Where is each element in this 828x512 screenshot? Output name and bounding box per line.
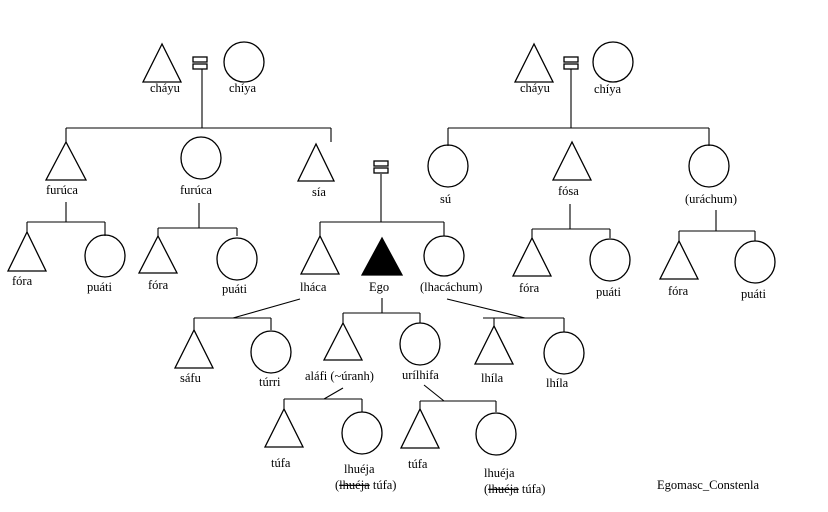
puati-4-label: puáti	[741, 287, 767, 301]
puati-2-circle	[216, 237, 258, 281]
furuca-male-triangle	[44, 140, 88, 181]
alafi-triangle	[322, 321, 364, 361]
furuca-female-circle	[180, 136, 222, 180]
right-marriage-symbol-bottom	[563, 63, 579, 70]
lhila-female-label: lhíla	[546, 376, 569, 390]
ego-triangle	[360, 236, 404, 276]
fora-3-label: fóra	[519, 281, 540, 295]
lhueja-2-circle	[475, 412, 517, 456]
caption: Egomasc_Constenla	[657, 478, 760, 492]
fora-1-label: fóra	[12, 274, 33, 288]
right-grandfather-triangle	[513, 42, 555, 83]
ego-marriage-symbol-top	[373, 160, 389, 167]
sia-label: sía	[312, 185, 326, 199]
lhila-male-triangle	[473, 324, 515, 365]
ego-label: Ego	[369, 280, 389, 294]
puati-4-circle	[734, 240, 776, 284]
lhueja-2-rest: túfa)	[519, 482, 546, 496]
urilhifa-label: urílhifa	[402, 368, 439, 382]
lhacachum-circle	[423, 235, 465, 277]
lhueja-1-open-paren: (	[335, 478, 339, 492]
right-grandfather-label: cháyu	[520, 81, 551, 95]
lhila-female-circle	[543, 331, 585, 375]
left-grandfather-triangle	[141, 42, 183, 83]
lhueja-1-circle	[341, 411, 383, 455]
lhueja-1-rest: túfa)	[370, 478, 397, 492]
lhaca-label: lháca	[300, 280, 327, 294]
lhaca-triangle	[299, 234, 341, 275]
lhueja-2-sublabel: (lhuéja túfa)	[484, 482, 545, 496]
puati-2-label: puáti	[222, 282, 248, 296]
puati-1-circle	[84, 234, 126, 278]
fora-4-label: fóra	[668, 284, 689, 298]
alafi-label: aláfi (~úranh)	[305, 369, 374, 383]
tufa-1-label: túfa	[271, 456, 291, 470]
puati-3-label: puáti	[596, 285, 622, 299]
fora-4-triangle	[658, 239, 700, 280]
left-grandmother-circle	[223, 41, 265, 83]
lhueja-2-label: lhuéja	[484, 466, 515, 480]
safu-triangle	[173, 328, 215, 369]
lhueja-2-struck-word: lhuéja	[488, 482, 519, 496]
urilhifa-children-connector	[423, 384, 445, 402]
ego-marriage-symbol-bottom	[373, 167, 389, 174]
lhila-male-label: lhíla	[481, 371, 504, 385]
right-grandmother-label: chíya	[594, 82, 622, 96]
alafi-children-connector	[323, 387, 344, 400]
lhacachum-children-connector	[446, 298, 526, 319]
lhueja-1-struck-word: lhuéja	[339, 478, 370, 492]
left-grandfather-label: cháyu	[150, 81, 181, 95]
su-circle	[427, 144, 469, 188]
left-grandmother-label: chíya	[229, 81, 257, 95]
fosa-triangle	[551, 140, 593, 181]
su-label: sú	[440, 192, 452, 206]
lhaca-children-connector	[232, 298, 301, 319]
lhueja-1-label: lhuéja	[344, 462, 375, 476]
right-grandmother-circle	[592, 41, 634, 83]
turri-circle	[250, 330, 292, 374]
right-marriage-symbol-top	[563, 56, 579, 63]
lhueja-2-open-paren: (	[484, 482, 488, 496]
fora-2-triangle	[137, 234, 179, 274]
urachum-label: (uráchum)	[685, 192, 737, 206]
fora-2-label: fóra	[148, 278, 169, 292]
turri-label: túrri	[259, 375, 281, 389]
puati-3-circle	[589, 238, 631, 282]
lhacachum-label: (lhacáchum)	[420, 280, 482, 294]
fora-3-triangle	[511, 236, 553, 277]
left-marriage-symbol-bottom	[192, 63, 208, 70]
sia-triangle	[296, 142, 336, 182]
furuca-female-label: furúca	[180, 183, 212, 197]
puati-1-label: puáti	[87, 280, 113, 294]
safu-label: sáfu	[180, 371, 202, 385]
fosa-label: fósa	[558, 184, 579, 198]
lhueja-1-sublabel: (lhuéja túfa)	[335, 478, 396, 492]
furuca-male-label: furúca	[46, 183, 78, 197]
urachum-circle	[688, 144, 730, 188]
fora-1-triangle	[6, 230, 48, 272]
tufa-1-triangle	[263, 407, 305, 448]
tufa-2-label: túfa	[408, 457, 428, 471]
left-marriage-symbol-top	[192, 56, 208, 63]
urilhifa-circle	[399, 322, 441, 366]
tufa-2-triangle	[399, 407, 441, 449]
